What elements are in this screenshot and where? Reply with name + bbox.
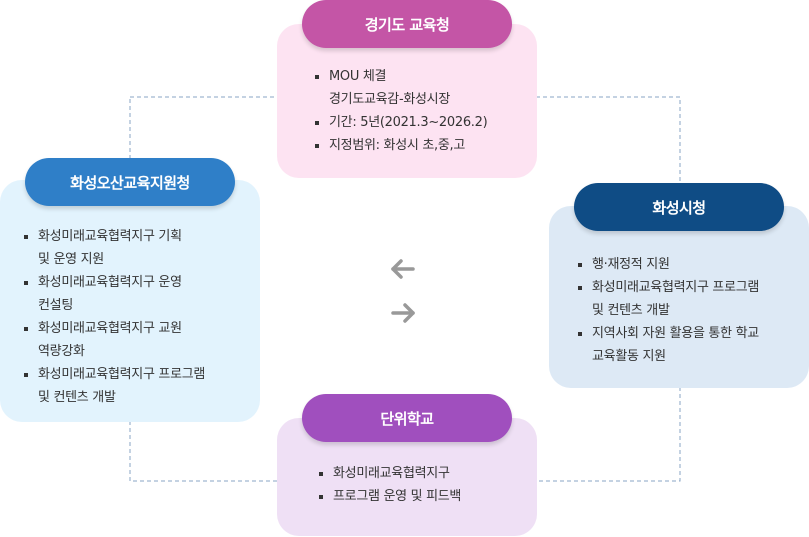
hwaseong-card: [549, 206, 809, 388]
list-item-line: MOU 체결: [329, 69, 387, 84]
list-item-line: 컨설팅: [38, 298, 73, 313]
list-item-line: 화성미래교육협력지구 프로그램: [592, 280, 760, 295]
school-title: 단위학교: [302, 394, 512, 442]
list-item-line: 및 컨텐츠 개발: [592, 303, 670, 318]
hwaseong-title: 화성시청: [574, 183, 784, 231]
list-item-line: 화성미래교육협력지구: [333, 466, 450, 481]
list-item-line: 화성미래교육협력지구 프로그램: [38, 367, 206, 382]
list-item: 행·재정적 지원: [578, 253, 806, 276]
gyeonggi-card: [277, 24, 537, 178]
exchange-arrows: [391, 259, 415, 323]
list-item-line: 경기도교육감-화성시장: [329, 92, 450, 107]
arrow-left-icon: [391, 259, 415, 279]
arrow-right-icon: [391, 303, 415, 323]
list-item: 프로그램 운영 및 피드백: [319, 485, 529, 508]
list-item-line: 화성미래교육협력지구 기획: [38, 229, 182, 244]
list-item-line: 교육활동 지원: [592, 349, 666, 364]
list-item: 화성미래교육협력지구: [319, 462, 529, 485]
list-item-line: 화성미래교육협력지구 운영: [38, 275, 182, 290]
list-item-line: 기간: 5년(2021.3~2026.2): [329, 115, 488, 130]
list-item-line: 프로그램 운영 및 피드백: [333, 489, 462, 504]
list-item-line: 행·재정적 지원: [592, 257, 670, 272]
list-item-line: 지정범위: 화성시 초,중,고: [329, 138, 466, 153]
list-item-line: 지역사회 자원 활용을 통한 학교: [592, 326, 759, 341]
list-item-line: 및 컨텐츠 개발: [38, 390, 116, 405]
list-item: 기간: 5년(2021.3~2026.2): [315, 111, 530, 134]
list-item-line: 화성미래교육협력지구 교원: [38, 321, 182, 336]
osan-title: 화성오산교육지원청: [25, 158, 235, 206]
gyeonggi-title: 경기도 교육청: [302, 0, 512, 48]
osan-card: [0, 180, 260, 422]
list-item-line: 역량강화: [38, 344, 85, 359]
list-item: 지정범위: 화성시 초,중,고: [315, 134, 530, 157]
list-item-line: 및 운영 지원: [38, 252, 104, 267]
